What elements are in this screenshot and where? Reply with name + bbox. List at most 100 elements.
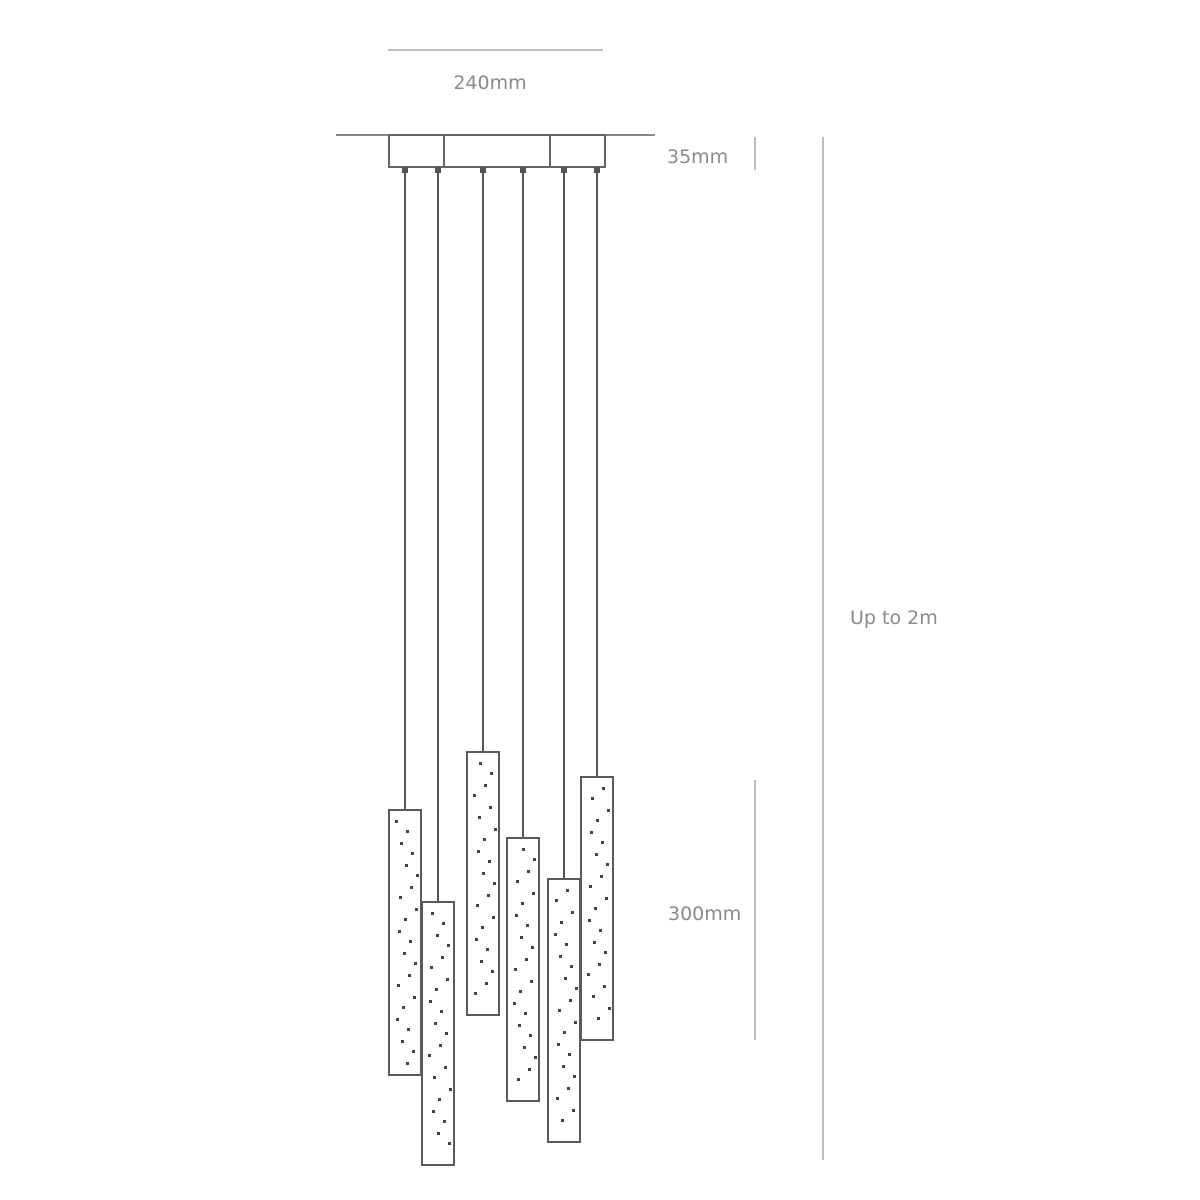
crystal-dot xyxy=(428,1054,431,1057)
crystal-dot xyxy=(440,1010,443,1013)
width-label: 240mm xyxy=(453,72,526,94)
crystal-dot xyxy=(570,965,573,968)
crystal-dot xyxy=(448,1142,451,1145)
crystal-dot xyxy=(413,996,416,999)
crystal-dot xyxy=(524,1012,527,1015)
crystal-dot xyxy=(518,1024,521,1027)
crystal-dot xyxy=(555,899,558,902)
cable-grip xyxy=(594,167,600,173)
crystal-dot xyxy=(443,1120,446,1123)
crystal-dot xyxy=(558,1009,561,1012)
crystal-dot xyxy=(557,1043,560,1046)
crystal-dot xyxy=(449,1088,452,1091)
crystal-dot xyxy=(527,870,530,873)
crystal-dot xyxy=(433,1076,436,1079)
crystal-dot xyxy=(604,951,607,954)
crystal-dot xyxy=(556,1097,559,1100)
pendant-tube xyxy=(388,809,422,1076)
drop-label: Up to 2m xyxy=(850,607,938,629)
crystal-dot xyxy=(481,926,484,929)
crystal-dot xyxy=(569,999,572,1002)
crystal-dot xyxy=(590,831,593,834)
crystal-dot xyxy=(516,880,519,883)
crystal-dot xyxy=(485,982,488,985)
crystal-dot xyxy=(563,1031,566,1034)
crystal-dot xyxy=(408,974,411,977)
crystal-dot xyxy=(482,872,485,875)
crystal-dot xyxy=(606,863,609,866)
crystal-dot xyxy=(438,1098,441,1101)
crystal-dot xyxy=(601,841,604,844)
crystal-dot xyxy=(608,1007,611,1010)
crystal-dot xyxy=(436,934,439,937)
crystal-dot xyxy=(491,970,494,973)
crystal-dot xyxy=(526,924,529,927)
crystal-dot xyxy=(592,995,595,998)
pendant-tube xyxy=(506,837,540,1102)
pendant-group xyxy=(388,167,614,1166)
crystal-dot xyxy=(593,941,596,944)
crystal-dot xyxy=(402,1006,405,1009)
crystal-dot xyxy=(597,1017,600,1020)
crystal-dot xyxy=(573,1075,576,1078)
crystal-dot xyxy=(434,1022,437,1025)
crystal-dot xyxy=(598,963,601,966)
crystal-dot xyxy=(520,936,523,939)
crystal-dot xyxy=(411,852,414,855)
crystal-dot xyxy=(483,838,486,841)
crystal-dot xyxy=(406,830,409,833)
canopy-height-label: 35mm xyxy=(667,146,728,168)
crystal-dot xyxy=(514,968,517,971)
crystal-dot xyxy=(607,809,610,812)
crystal-dot xyxy=(519,990,522,993)
crystal-dot xyxy=(600,875,603,878)
crystal-dot xyxy=(589,885,592,888)
cable-grip xyxy=(402,167,408,173)
crystal-dot xyxy=(522,848,525,851)
crystal-dot xyxy=(591,797,594,800)
crystal-dot xyxy=(566,889,569,892)
crystal-dot xyxy=(513,1002,516,1005)
crystal-dot xyxy=(477,850,480,853)
crystal-dot xyxy=(560,921,563,924)
crystal-dot xyxy=(554,933,557,936)
crystal-dot xyxy=(594,907,597,910)
crystal-dot xyxy=(492,916,495,919)
crystal-dot xyxy=(480,960,483,963)
crystal-dot xyxy=(445,1032,448,1035)
crystal-dot xyxy=(399,896,402,899)
crystal-dot xyxy=(489,806,492,809)
crystal-dot xyxy=(431,912,434,915)
crystal-dot xyxy=(410,886,413,889)
crystal-dot xyxy=(602,787,605,790)
crystal-dot xyxy=(521,902,524,905)
crystal-dot xyxy=(437,1132,440,1135)
cable-grip xyxy=(520,167,526,173)
crystal-dot xyxy=(517,1078,520,1081)
crystal-dot xyxy=(479,762,482,765)
cable-grip xyxy=(480,167,486,173)
crystal-dot xyxy=(574,1021,577,1024)
crystal-dot xyxy=(412,1050,415,1053)
crystal-dot xyxy=(405,864,408,867)
crystal-dot xyxy=(416,874,419,877)
crystal-dot xyxy=(400,842,403,845)
crystal-dot xyxy=(603,985,606,988)
crystal-dot xyxy=(561,1119,564,1122)
crystal-dot xyxy=(407,1028,410,1031)
crystal-dot xyxy=(442,922,445,925)
crystal-dot xyxy=(488,860,491,863)
crystal-dot xyxy=(415,908,418,911)
crystal-dot xyxy=(532,892,535,895)
crystal-dot xyxy=(596,819,599,822)
crystal-dot xyxy=(530,980,533,983)
crystal-dot xyxy=(528,1068,531,1071)
canopy xyxy=(388,134,606,168)
crystal-dot xyxy=(588,919,591,922)
crystal-dot xyxy=(439,1044,442,1047)
crystal-dot xyxy=(494,828,497,831)
cable-grip xyxy=(435,167,441,173)
crystal-dot xyxy=(432,1110,435,1113)
crystal-dot xyxy=(474,992,477,995)
